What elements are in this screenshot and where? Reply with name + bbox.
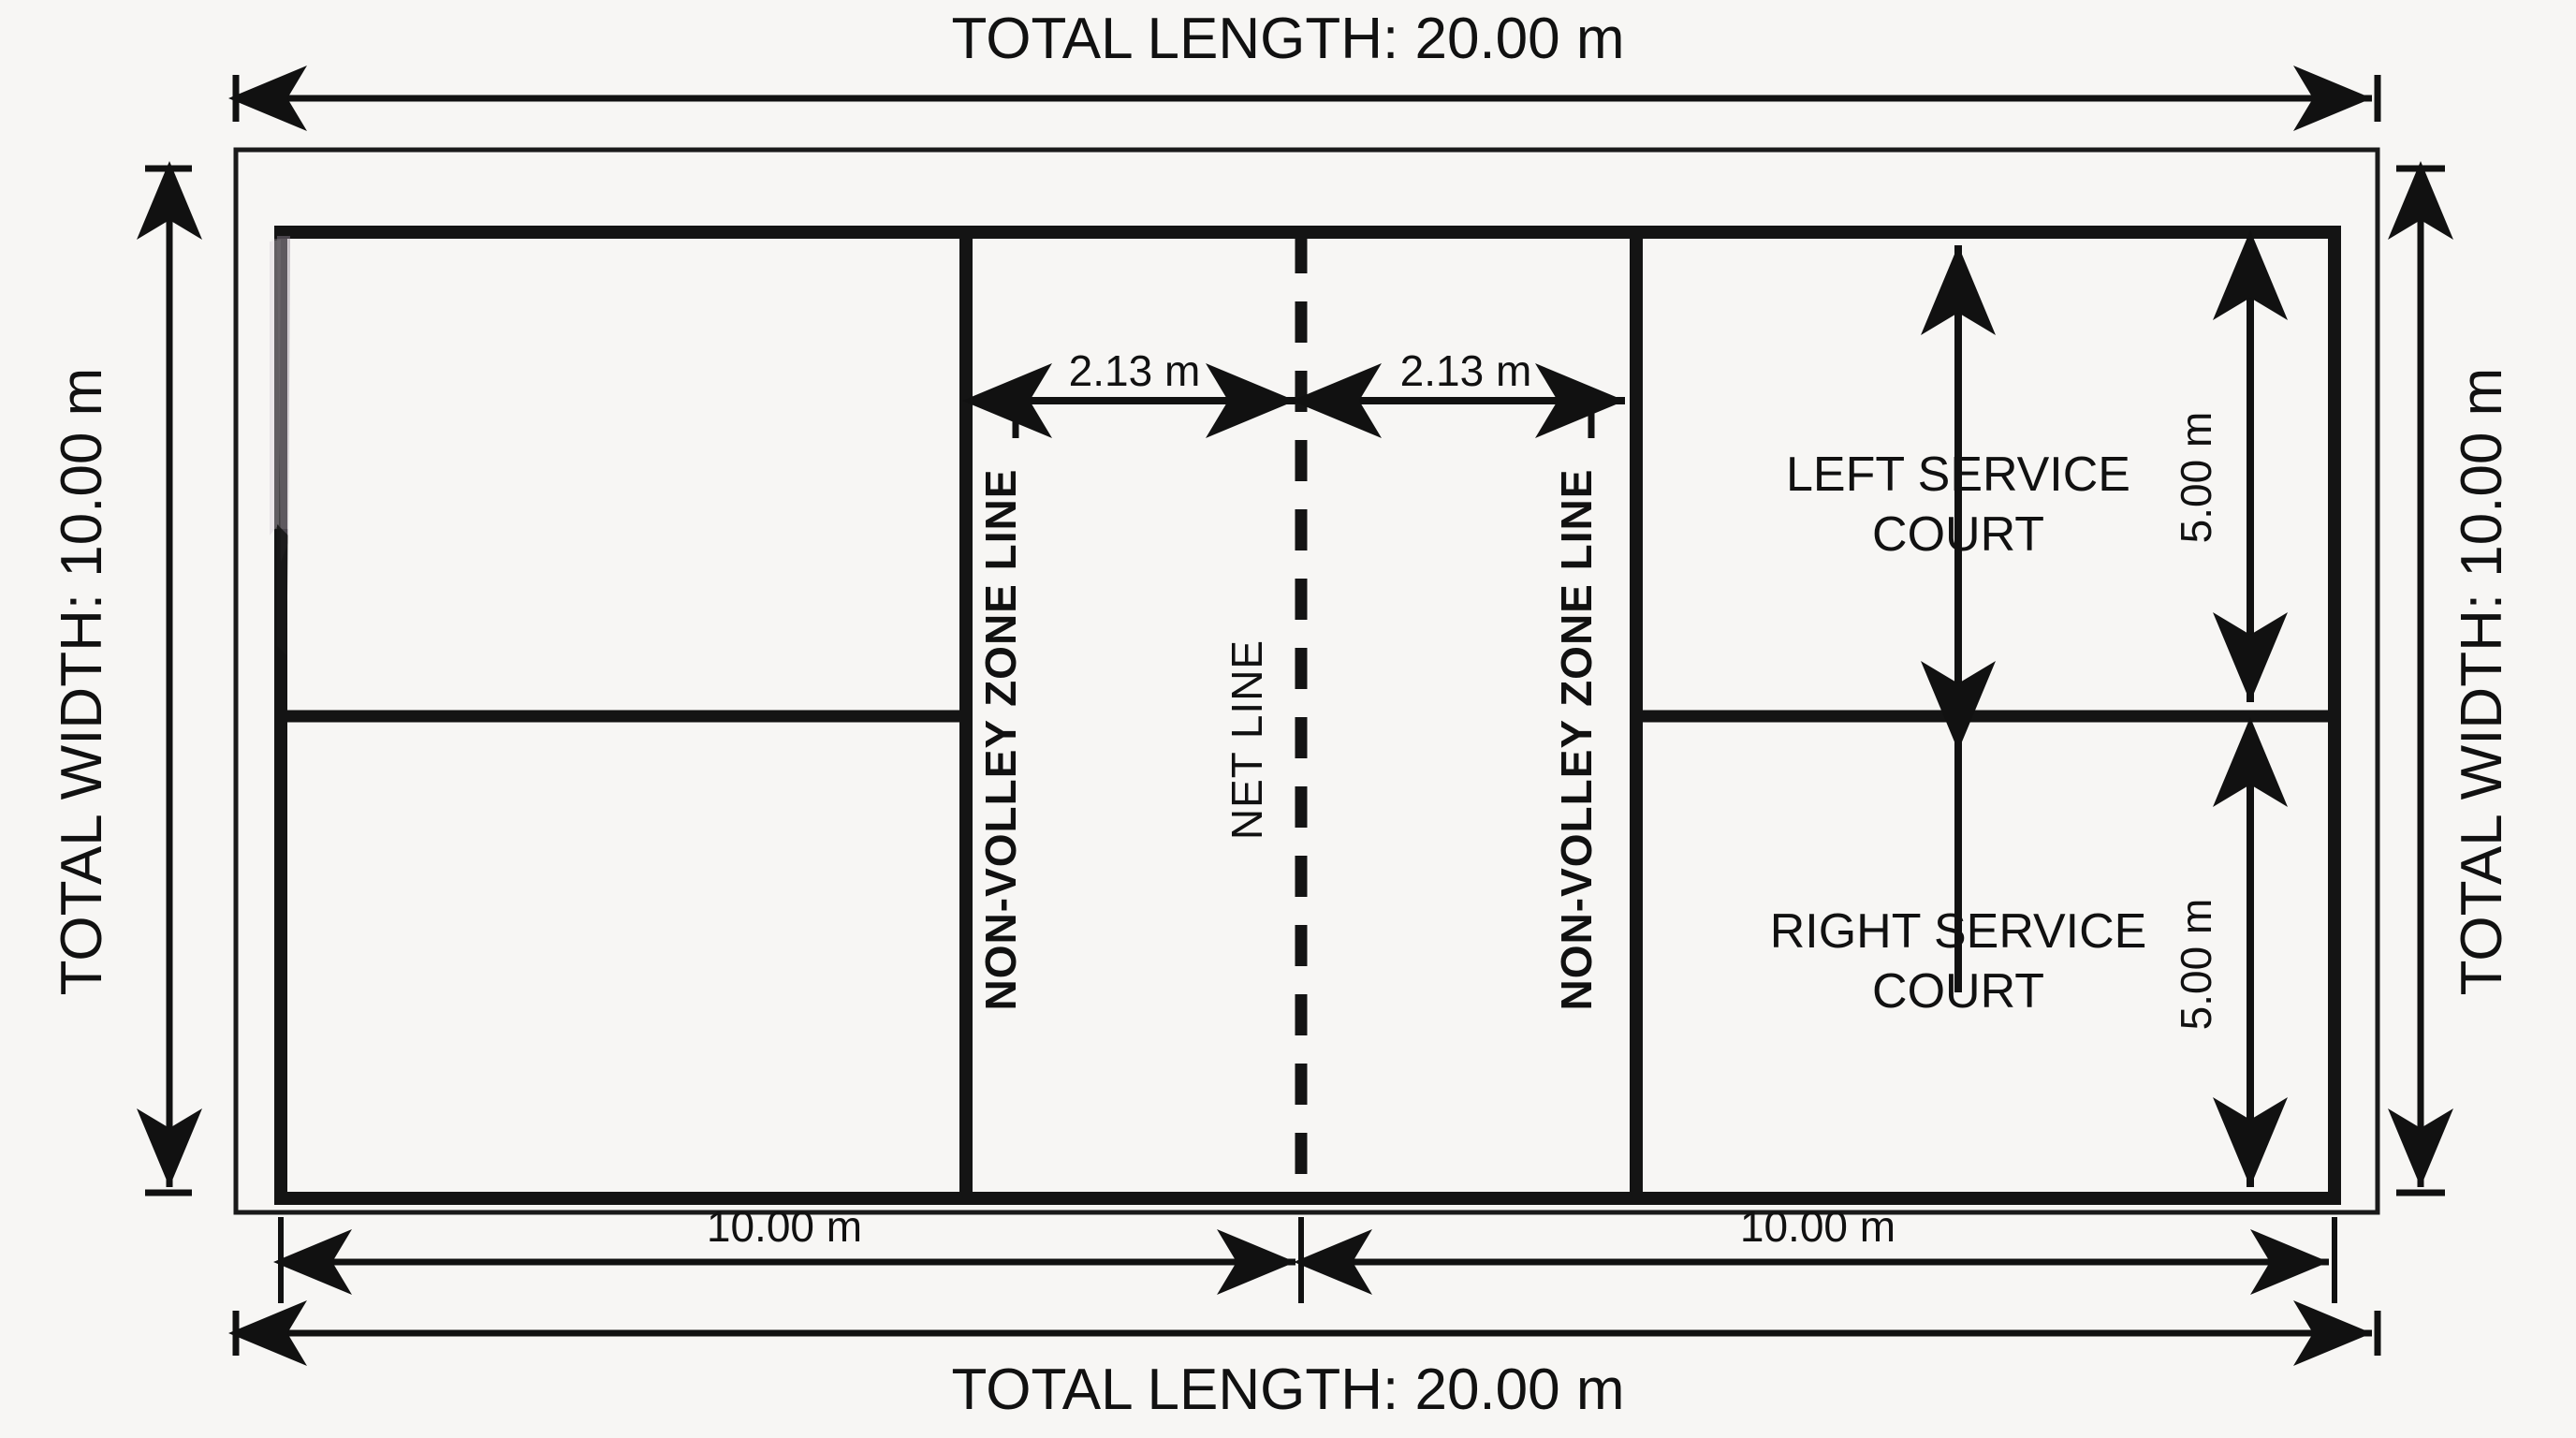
total-length-top-label: TOTAL LENGTH: 20.00 m — [952, 7, 1625, 71]
net-line-label: NET LINE — [1222, 639, 1271, 840]
nvz-dim-right-label: 2.13 m — [1400, 346, 1532, 395]
total-width-right-label: TOTAL WIDTH: 10.00 m — [2450, 368, 2514, 996]
half-length-right-label: 10.00 m — [1740, 1202, 1895, 1251]
service-depth-top-label: 5.00 m — [2172, 412, 2220, 544]
scan-artifact — [270, 236, 290, 655]
outer-boundary-frame — [233, 147, 2380, 1215]
non-volley-zone-line-left-label: NON-VOLLEY ZONE LINE — [976, 469, 1025, 1011]
non-volley-zone-line-right-label: NON-VOLLEY ZONE LINE — [1552, 469, 1601, 1011]
service-depth-bottom-label: 5.00 m — [2172, 899, 2220, 1031]
half-length-left-label: 10.00 m — [707, 1202, 862, 1251]
total-width-left-label: TOTAL WIDTH: 10.00 m — [50, 368, 114, 996]
total-length-bottom-label: TOTAL LENGTH: 20.00 m — [952, 1357, 1625, 1422]
nvz-dim-left-label: 2.13 m — [1069, 346, 1201, 395]
